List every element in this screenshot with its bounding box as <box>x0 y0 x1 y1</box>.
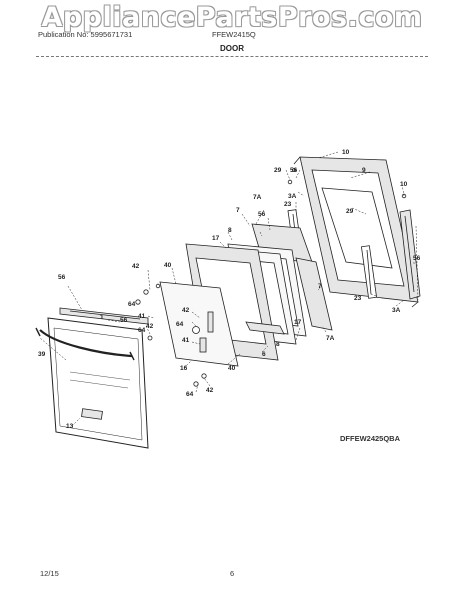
bottom-vent-strip <box>245 321 285 335</box>
callout-7: 7 <box>236 207 240 214</box>
inner-door-liner <box>293 156 419 308</box>
callout-41: 41 <box>182 337 190 344</box>
callout-17: 17 <box>212 235 220 242</box>
hinge-lower <box>360 245 378 299</box>
callout-64: 64 <box>186 391 194 398</box>
callout-8: 8 <box>228 227 232 234</box>
header-divider <box>36 56 428 57</box>
right-side-trim <box>399 209 421 300</box>
callout-42: 42 <box>182 307 190 314</box>
drawing-code: DFFEW2425QBA <box>340 434 401 443</box>
callout-41: 41 <box>138 313 146 320</box>
callout-56: 56 <box>258 211 266 218</box>
callout-39: 39 <box>38 351 46 358</box>
callout-42: 42 <box>146 323 154 330</box>
revision-date: 12/15 <box>40 569 59 578</box>
callout-3a: 3A <box>392 307 401 314</box>
callout-29: 29 <box>274 167 282 174</box>
callout-10: 10 <box>342 149 350 156</box>
callout-23: 23 <box>284 201 292 208</box>
callout-7a: 7A <box>253 194 262 201</box>
callout-8: 8 <box>276 341 280 348</box>
callout-labels: 10 9 29 56 3A 10 7A 23 29 7 56 8 17 56 4… <box>38 149 421 430</box>
screws-and-clips <box>135 168 407 387</box>
callout-64: 64 <box>128 301 136 308</box>
callout-16: 16 <box>180 365 188 372</box>
callout-64: 64 <box>138 327 146 334</box>
callout-56: 56 <box>290 167 298 174</box>
callout-23: 23 <box>354 295 362 302</box>
callout-29: 29 <box>346 208 354 215</box>
outer-door-panel <box>47 317 149 449</box>
section-title: DOOR <box>220 44 244 53</box>
outer-glass-panel <box>159 281 239 367</box>
callout-40: 40 <box>228 365 236 372</box>
top-vent-trim <box>59 307 149 325</box>
page-number: 6 <box>230 569 235 578</box>
leader-lines <box>39 151 419 427</box>
callout-42: 42 <box>132 263 140 270</box>
callout-6: 6 <box>262 351 266 358</box>
door-handle <box>35 327 135 361</box>
callout-40: 40 <box>164 262 172 269</box>
callout-3a: 3A <box>288 193 297 200</box>
site-watermark: AppliancePartsPros.com <box>41 2 423 33</box>
model-number: FFEW2415Q <box>212 30 256 39</box>
callout-9: 9 <box>362 167 366 174</box>
callout-17: 17 <box>294 319 302 326</box>
callout-10: 10 <box>400 181 408 188</box>
callout-7: 7 <box>318 283 322 290</box>
callout-56: 56 <box>58 274 66 281</box>
insulation-lower <box>295 257 333 331</box>
callout-7a: 7A <box>326 335 335 342</box>
callout-64: 64 <box>176 321 184 328</box>
callout-56: 56 <box>120 317 128 324</box>
callout-42: 42 <box>206 387 214 394</box>
publication-number: Publication No: 5995671731 <box>38 30 133 39</box>
callout-56: 56 <box>413 255 421 262</box>
callout-13: 13 <box>66 423 74 430</box>
callout-1: 1 <box>100 314 104 321</box>
